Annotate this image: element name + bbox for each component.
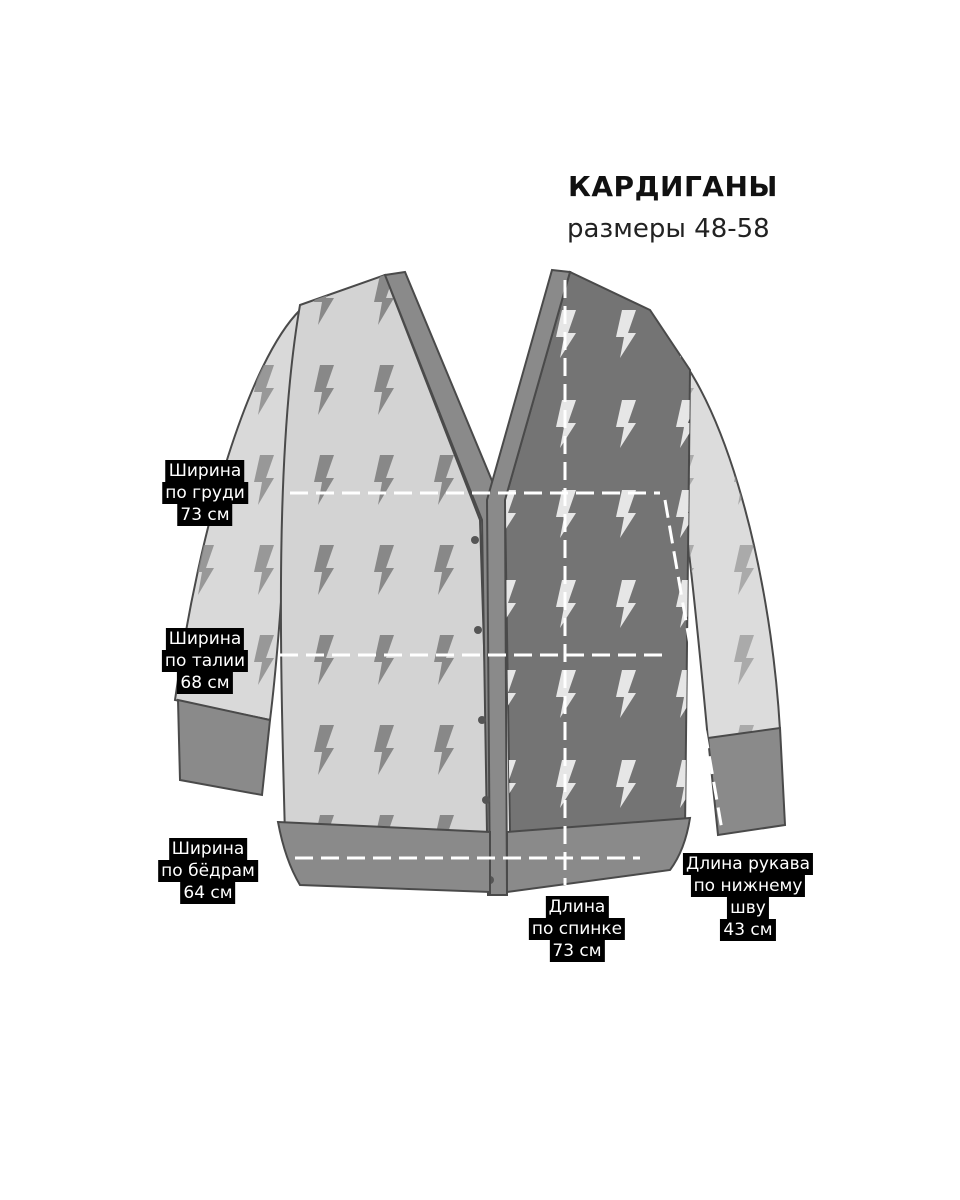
label-line: Ширина (165, 628, 245, 650)
right-placket (485, 268, 572, 896)
right-cuff (706, 726, 787, 837)
label-line: по бёдрам (158, 860, 258, 882)
label-line: по нижнему (690, 875, 806, 897)
label-value: 73 см (177, 504, 233, 526)
sleeve-measure-line (663, 499, 724, 831)
waist-label: Ширина по талии 68 см (161, 628, 249, 694)
label-value: 68 см (177, 672, 233, 694)
label-value: 73 см (549, 940, 605, 962)
left-body-panel (279, 273, 492, 836)
label-line: по груди (162, 482, 248, 504)
label-line: шву (727, 897, 769, 919)
chest-label: Ширина по груди 73 см (162, 460, 248, 526)
page-title: КАРДИГАНЫ (568, 170, 778, 203)
label-value: 64 см (180, 882, 236, 904)
right-body-panel (503, 270, 692, 837)
label-value: 43 см (720, 919, 776, 941)
buttons (471, 536, 494, 884)
label-line: по спинке (528, 918, 626, 940)
hips-label: Ширина по бёдрам 64 см (158, 838, 258, 904)
sleeve-length-label: Длина рукава по нижнему шву 43 см (682, 853, 814, 941)
size-range: размеры 48-58 (567, 214, 770, 244)
label-line: Ширина (168, 838, 248, 860)
label-line: по талии (161, 650, 249, 672)
label-line: Длина (545, 896, 609, 918)
label-line: Длина рукава (682, 853, 814, 875)
hem-rib-right (506, 816, 692, 894)
left-sleeve (173, 307, 302, 797)
label-line: Ширина (165, 460, 245, 482)
back-length-label: Длина по спинке 73 см (528, 896, 626, 962)
left-cuff (176, 698, 272, 797)
